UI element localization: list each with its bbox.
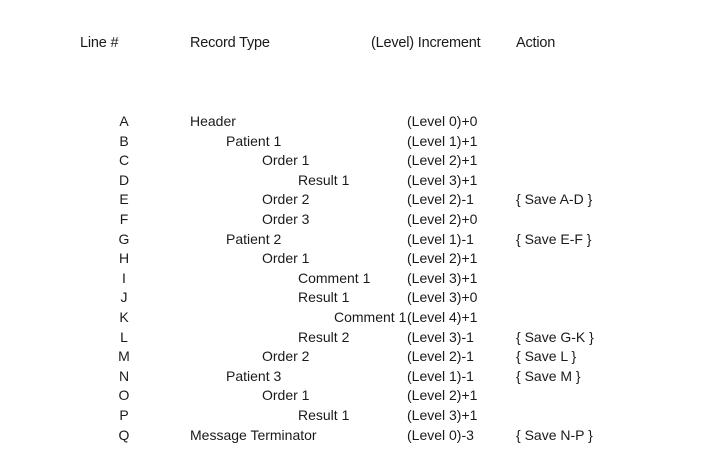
record-type: Patient 3 (226, 367, 282, 384)
save-action: { Save N-P } (516, 426, 593, 443)
table-row: K Comment 1(Level 4)+1 (0, 308, 727, 328)
line-letter: C (118, 152, 130, 169)
record-type: Order 3 (262, 210, 310, 227)
table-row: N Patient 3 (Level 1)-1 { Save M } (0, 367, 727, 387)
save-action: { Save G-K } (516, 328, 594, 345)
level-increment: (Level 2)+1 (407, 250, 478, 267)
line-letter: F (119, 210, 129, 227)
line-letter: K (119, 308, 129, 325)
level-increment: (Level 3)+1 (407, 269, 478, 286)
table-row: O Order 1 (Level 2)+1 (0, 386, 727, 406)
line-letter: G (118, 230, 130, 247)
table-row: G Patient 2 (Level 1)-1 { Save E-F } (0, 230, 727, 250)
level-increment: (Level 3)-1 (407, 328, 474, 345)
line-letter: A (119, 113, 129, 129)
save-action: { Save A-D } (516, 191, 593, 208)
record-type: Order 1 (262, 152, 310, 169)
line-letter: I (122, 269, 126, 286)
header-line-number: Line # (80, 35, 119, 51)
level-increment: (Level 2)+0 (407, 210, 478, 227)
line-letter: H (118, 250, 130, 267)
record-type: Order 2 (262, 191, 310, 208)
table-row: B Patient 1 (Level 1)+1 (0, 132, 727, 152)
level-increment: (Level 3)+1 (407, 171, 478, 188)
table-row: H Order 1 (Level 2)+1 (0, 249, 727, 269)
level-increment: (Level 4)+1 (407, 308, 478, 325)
record-type: Order 1 (262, 250, 310, 267)
line-letter: N (118, 367, 130, 384)
record-type: Comment 1 (334, 308, 407, 325)
save-action: { Save M } (516, 367, 581, 384)
record-type: Patient 2 (226, 230, 282, 247)
record-type: Result 1 (298, 171, 350, 188)
level-increment: (Level 2)+1 (407, 387, 478, 404)
line-letter: M (118, 348, 130, 365)
table-row: I Comment 1 (Level 3)+1 (0, 269, 727, 289)
header-action: Action (516, 35, 556, 51)
line-letter: O (118, 387, 130, 404)
table-row: E Order 2 (Level 2)-1 { Save A-D } (0, 190, 727, 210)
line-letter: D (118, 171, 130, 188)
table-row: L Result 2 (Level 3)-1 { Save G-K } (0, 328, 727, 348)
level-increment: (Level 0)+0 (407, 113, 478, 129)
record-type: Result 1 (298, 406, 350, 423)
line-letter: L (120, 328, 128, 345)
record-type: Order 2 (262, 348, 310, 365)
header-level-increment: (Level) Increment (371, 35, 481, 51)
level-increment: (Level 1)-1 (407, 230, 474, 247)
record-type: Message Terminator (190, 426, 317, 443)
line-letter: J (120, 289, 128, 306)
line-letter: Q (118, 426, 130, 443)
table-row: D Result 1 (Level 3)+1 (0, 171, 727, 191)
level-increment: (Level 1)-1 (407, 367, 474, 384)
level-increment: (Level 0)-3 (407, 426, 474, 443)
level-increment: (Level 1)+1 (407, 132, 478, 149)
header-record-type: Record Type (190, 35, 270, 51)
record-type: Result 2 (298, 328, 350, 345)
record-type: Patient 1 (226, 132, 282, 149)
save-action: { Save L } (516, 348, 577, 365)
level-increment: (Level 2)-1 (407, 348, 474, 365)
save-action: { Save E-F } (516, 230, 592, 247)
record-type: Order 1 (262, 387, 310, 404)
table-row: C Order 1 (Level 2)+1 (0, 151, 727, 171)
line-letter: B (119, 132, 129, 149)
table-row: P Result 1 (Level 3)+1 (0, 406, 727, 426)
level-increment: (Level 3)+1 (407, 406, 478, 423)
line-letter: E (119, 191, 129, 208)
record-type: Comment 1 (298, 269, 371, 286)
level-increment: (Level 2)+1 (407, 152, 478, 169)
table-row: F Order 3 (Level 2)+0 (0, 210, 727, 230)
record-type: Header (190, 113, 236, 129)
level-increment: (Level 2)-1 (407, 191, 474, 208)
level-increment: (Level 3)+0 (407, 289, 478, 306)
table-row: Q Message Terminator (Level 0)-3 { Save N-P… (0, 426, 727, 446)
table-row: J Result 1 (Level 3)+0 (0, 288, 727, 308)
table-row: A Header (Level 0)+0 (0, 112, 727, 132)
table-row: M Order 2 (Level 2)-1 { Save L } (0, 347, 727, 367)
line-letter: P (119, 406, 129, 423)
record-type: Result 1 (298, 289, 350, 306)
